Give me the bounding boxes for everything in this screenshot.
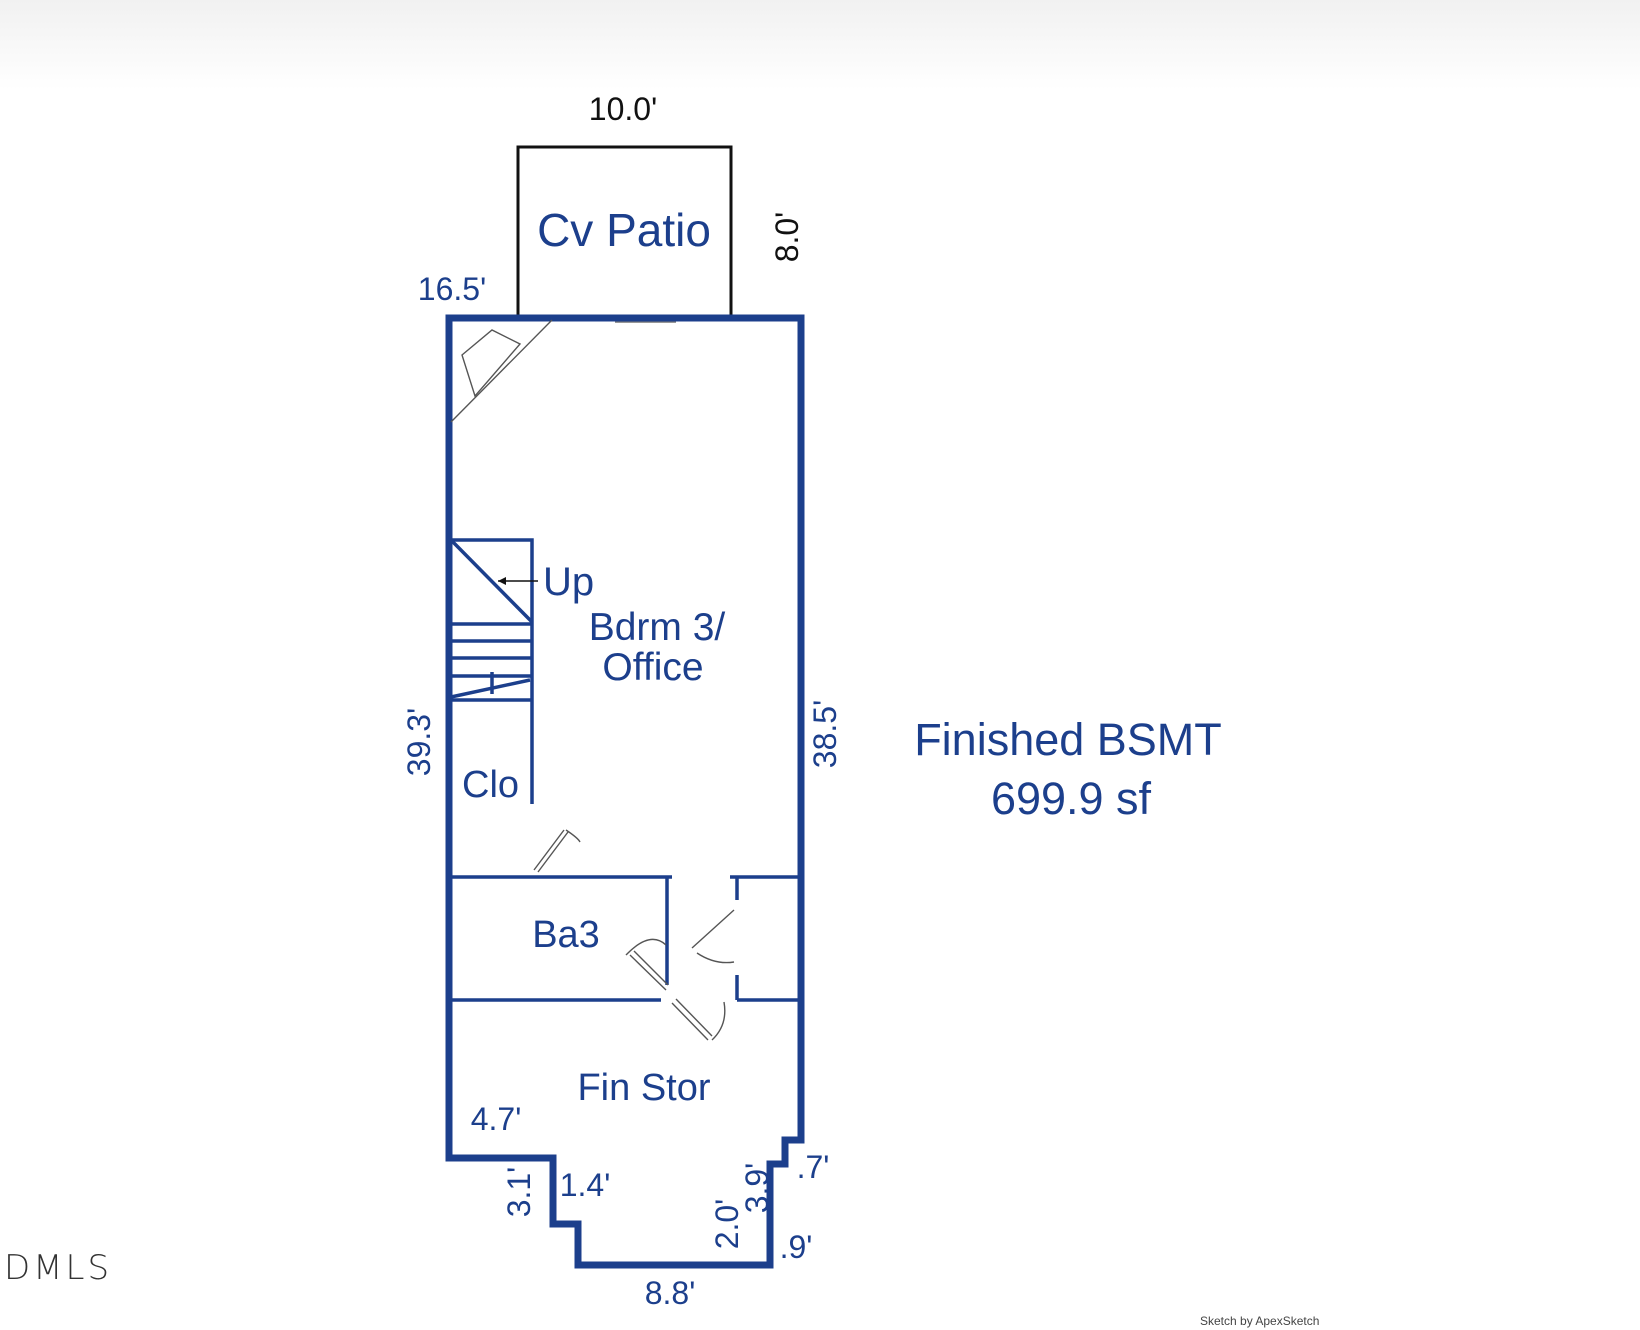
dim-patio-width: 10.0' <box>589 91 657 127</box>
dim-step-left-inner: 1.4' <box>560 1167 611 1203</box>
exterior-wall <box>445 314 805 1269</box>
storage-door-edge <box>675 998 713 1037</box>
bath-door-swing <box>625 938 667 956</box>
sketch-credit: Sketch by ApexSketch <box>1200 1314 1320 1328</box>
closet-door-swing <box>565 829 581 843</box>
dim-right-length: 38.5' <box>807 700 843 768</box>
dim-step-right-a: .7' <box>797 1149 830 1185</box>
stair-wall <box>451 538 534 804</box>
dim-bottom-width: 8.8' <box>645 1275 696 1311</box>
room-label-closet: Clo <box>462 764 519 806</box>
bath-door-edge <box>633 950 669 986</box>
stair-diagonal <box>449 538 534 624</box>
dim-step-left-depth: 3.1' <box>501 1167 537 1218</box>
patio-outline <box>516 145 733 318</box>
fireplace <box>461 329 522 398</box>
closet-door <box>533 829 565 871</box>
closet2-door-swing <box>696 952 735 964</box>
fireplace-diagonal <box>450 319 553 423</box>
area-label: Finished BSMT <box>914 714 1222 765</box>
dim-step-right-inner: 2.0' <box>709 1199 745 1250</box>
closet-door-edge <box>537 831 569 873</box>
dim-step-right-b: .9' <box>780 1229 813 1265</box>
room-label-stairs: Up <box>543 560 594 604</box>
storage-door-swing <box>711 1001 726 1041</box>
closet2-door <box>691 909 735 949</box>
dim-step-right-depth: 3.9' <box>739 1163 775 1214</box>
stair-arrow-icon <box>498 577 506 585</box>
dim-left-length: 39.3' <box>401 708 437 776</box>
room-label-patio: Cv Patio <box>537 204 711 256</box>
storage-door <box>671 1002 709 1041</box>
dim-patio-depth: 8.0' <box>769 212 805 263</box>
room-label-bath: Ba3 <box>532 914 600 956</box>
room-label-bedroom-line1: Bdrm 3/ <box>589 606 726 649</box>
dim-step-left-width: 4.7' <box>471 1101 522 1137</box>
top-shade <box>0 0 1640 90</box>
room-label-bedroom-line2: Office <box>602 646 703 689</box>
room-label-storage: Fin Stor <box>577 1067 710 1109</box>
bath-door <box>629 954 667 991</box>
dim-top-width: 16.5' <box>418 271 486 307</box>
watermark-logo: DMLS <box>4 1248 113 1288</box>
area-value: 699.9 sf <box>991 773 1152 824</box>
